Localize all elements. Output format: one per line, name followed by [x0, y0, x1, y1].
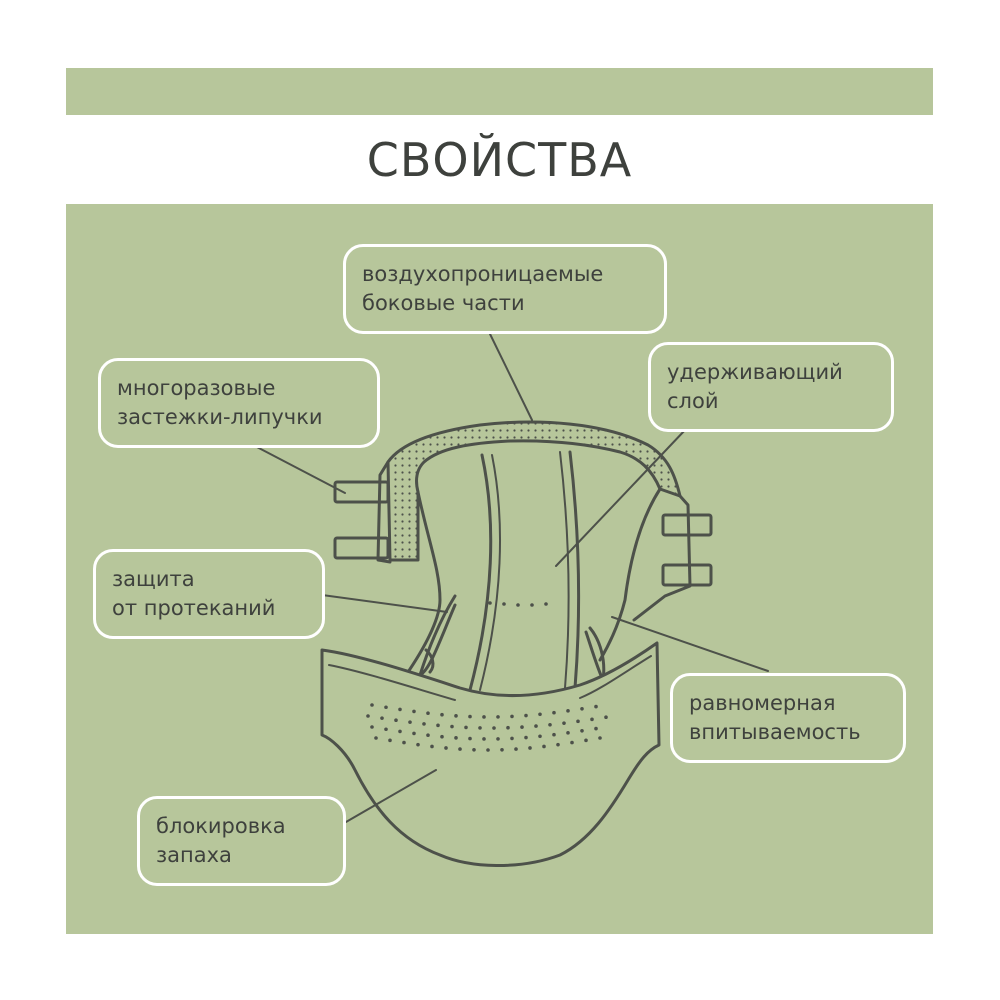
- leak-guard-left: [418, 594, 457, 677]
- perforation-dot: [520, 725, 524, 729]
- perforation-dot: [552, 710, 556, 715]
- perforation-dot: [528, 746, 532, 750]
- page-title: СВОЙСТВА: [366, 132, 633, 187]
- perforation-dot: [398, 729, 402, 734]
- perforation-dot: [566, 709, 570, 713]
- perforation-dot: [454, 736, 458, 740]
- perforation-dot: [482, 715, 486, 719]
- perforation-dot: [496, 715, 500, 719]
- perforation-dot: [416, 742, 420, 747]
- perforation-dot: [590, 717, 594, 722]
- perforation-dot: [454, 714, 458, 718]
- perforation-dot: [384, 705, 388, 710]
- connector-retaining: [555, 428, 687, 567]
- perforation-dot: [562, 721, 566, 725]
- perforation-dot: [594, 726, 598, 731]
- perforation-dot: [478, 726, 482, 730]
- perforation-dot: [370, 703, 374, 707]
- perforation-dot: [426, 733, 430, 737]
- perforation-dot: [398, 707, 402, 712]
- perforation-dot: [440, 734, 444, 739]
- connector-fasteners: [254, 445, 346, 494]
- perforation-dot: [370, 725, 374, 729]
- perforation-dot: [388, 738, 392, 743]
- perforation-dot: [514, 747, 518, 751]
- top-color-band: [66, 68, 933, 115]
- perforation-dot: [394, 718, 398, 723]
- perforation-dot: [422, 722, 426, 726]
- perforation-dot: [580, 707, 584, 711]
- perforation-dot: [374, 736, 378, 740]
- perforation-dot: [598, 736, 602, 740]
- perforation-dot: [458, 747, 462, 751]
- title-row: СВОЙСТВА: [66, 115, 933, 204]
- diaper-body: [404, 487, 662, 677]
- right-tape-bottom: [661, 563, 713, 587]
- perforation-dot: [524, 713, 528, 718]
- perforation-dot: [510, 736, 514, 741]
- label-leak-protection: защита от протеканий: [93, 549, 325, 639]
- perforation-dot: [556, 742, 560, 747]
- left-tape-bottom: [333, 536, 390, 560]
- perforation-dot: [548, 722, 552, 727]
- perforation-dot: [450, 724, 454, 729]
- perforation-dot: [604, 715, 608, 720]
- perforation-dot: [468, 714, 472, 719]
- perforation-dot: [412, 731, 416, 736]
- perforation-dot: [408, 720, 412, 724]
- perforation-dot: [534, 724, 538, 728]
- perforation-dot: [436, 723, 440, 728]
- left-side-wing: [376, 460, 392, 564]
- label-retaining-layer: удерживающий слой: [648, 342, 894, 432]
- front-panel: [320, 641, 661, 867]
- perforation-dot: [468, 736, 472, 741]
- perforation-dot: [566, 731, 570, 735]
- perforation-dot: [426, 711, 430, 715]
- perforation-dot: [500, 747, 504, 752]
- perforation-dot: [538, 712, 542, 717]
- perforation-dot: [440, 712, 444, 717]
- perforation-dot: [380, 716, 384, 720]
- perforation-dot: [492, 726, 496, 730]
- breathable-side-zone: [386, 420, 682, 562]
- perforation-dot: [496, 737, 500, 741]
- perforation-dot: [482, 737, 486, 741]
- perforation-dot: [594, 704, 598, 709]
- connector-odor: [345, 769, 437, 823]
- perforation-dot: [542, 744, 546, 749]
- perforation-dot: [510, 714, 514, 719]
- perforation-dot: [464, 725, 468, 730]
- perforation-dot: [472, 747, 476, 752]
- label-odor-blocking: блокировка запаха: [137, 796, 346, 886]
- perforation-dot: [584, 738, 588, 743]
- label-reusable-fasteners: многоразовые застежки-липучки: [98, 358, 380, 448]
- right-tape-top: [661, 513, 713, 537]
- perforation-dot: [552, 732, 556, 737]
- perforation-dot: [430, 744, 434, 749]
- perforation-dot: [506, 725, 510, 730]
- absorbent-core: [468, 450, 581, 692]
- left-tape-top: [333, 480, 390, 504]
- perforation-dot: [444, 746, 448, 750]
- perforation-dot: [576, 719, 580, 724]
- perforation-dot: [402, 740, 406, 745]
- perforation-dot: [412, 709, 416, 714]
- perforation-dot: [384, 727, 388, 732]
- perforation-dot: [524, 735, 528, 740]
- connector-absorption: [611, 616, 769, 672]
- perforation-dot: [538, 734, 542, 739]
- perforation-dot: [580, 729, 584, 733]
- label-breathable-sides: воздухопроницаемые боковые части: [343, 244, 667, 334]
- perforation-dot: [486, 748, 490, 752]
- perforation-dot: [570, 740, 574, 745]
- label-even-absorption: равномерная впитываемость: [670, 673, 906, 763]
- perforation-dot: [366, 714, 370, 718]
- connector-breathable: [489, 333, 533, 421]
- leak-guard-right: [584, 626, 606, 682]
